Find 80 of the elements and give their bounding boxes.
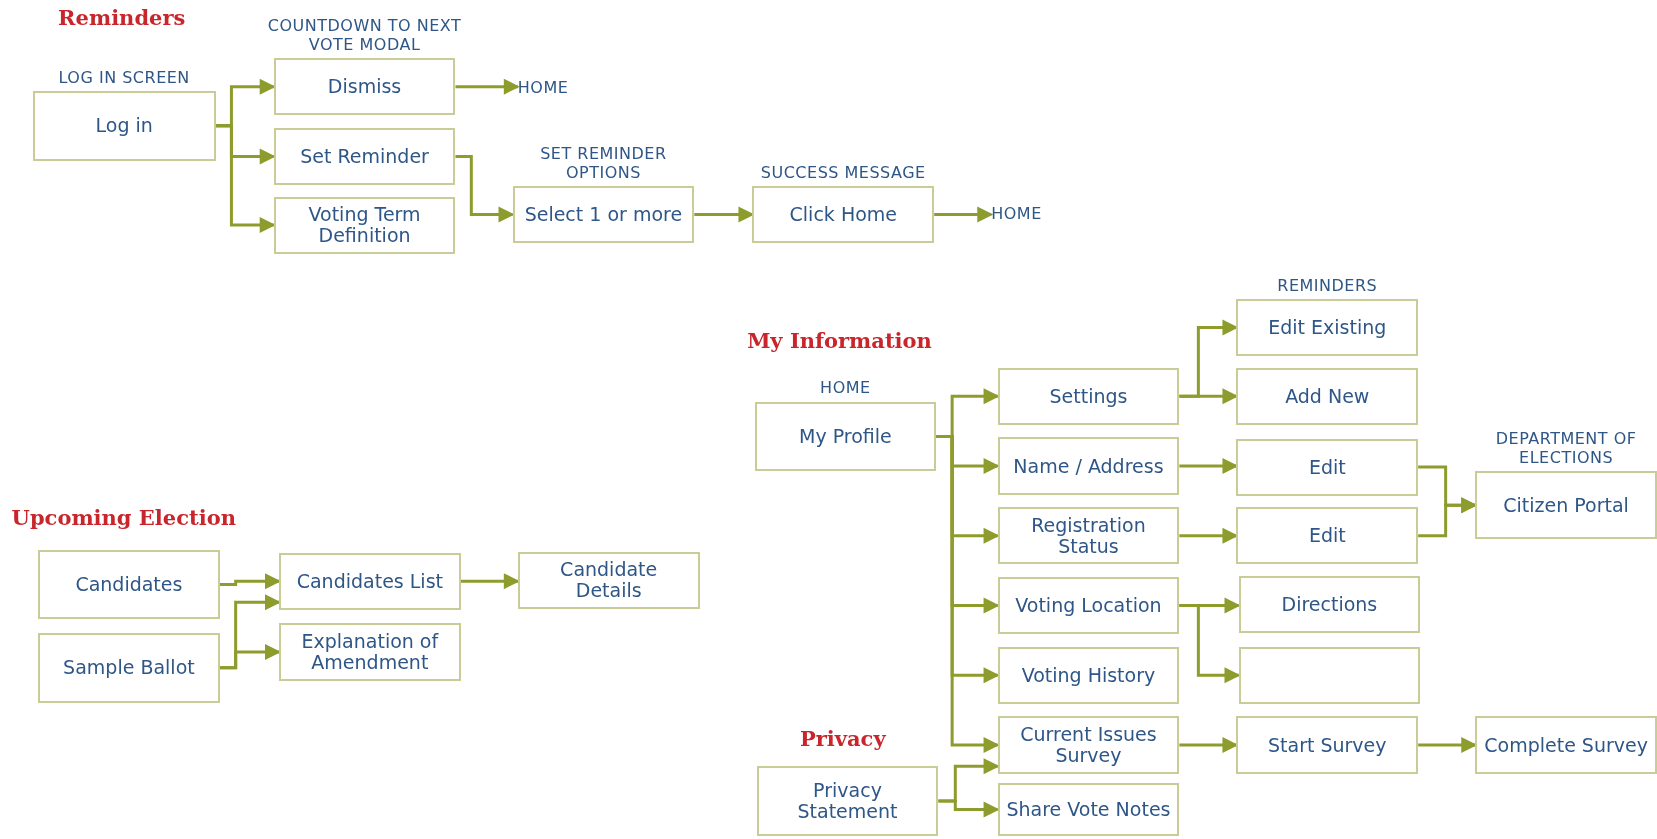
box-text: Share Vote Notes [1005, 799, 1172, 820]
arrow [934, 206, 994, 223]
box-text: Explanation of Amendment [300, 631, 440, 673]
box-text: Sample Ballot [62, 657, 196, 679]
arrow [1179, 527, 1239, 544]
screen-box [997, 437, 1180, 495]
screen-box [756, 766, 939, 836]
arrow [694, 206, 755, 223]
arrow [938, 799, 1000, 818]
screen-box [1236, 716, 1419, 774]
box-text: Click Home [788, 204, 898, 225]
arrow [1179, 388, 1239, 405]
box-text: Log in [94, 115, 154, 137]
box-text: Select 1 or more [523, 204, 684, 225]
box-text: Dismiss [326, 76, 403, 98]
screen-box [273, 127, 456, 185]
arrow [1418, 737, 1478, 753]
screen-caption: LOG IN SCREEN [58, 67, 190, 87]
box-text: Voting History [1020, 664, 1157, 686]
screen-box [997, 646, 1180, 704]
screen-box [517, 551, 700, 609]
screen-box [273, 196, 456, 254]
arrow [1179, 604, 1241, 684]
arrow [936, 434, 1000, 753]
arrow [460, 573, 520, 590]
screen-box [997, 577, 1180, 635]
arrow [1179, 737, 1239, 753]
box-text: Name / Address [1012, 455, 1165, 477]
arrow [219, 573, 281, 590]
screen-box [997, 783, 1180, 836]
section-heading: Upcoming Election [11, 505, 236, 531]
screen-box [279, 552, 461, 610]
screen-box [1475, 716, 1657, 774]
box-text: Directions [1280, 594, 1379, 615]
box-text: Settings [1048, 385, 1129, 407]
screen-box [279, 623, 461, 681]
screen-box [1236, 438, 1419, 496]
box-text: Set Reminder [299, 145, 430, 167]
box-text: Edit Existing [1267, 317, 1388, 339]
box-text: Candidate Details [559, 559, 659, 602]
section-heading: Reminders [58, 5, 186, 31]
screen-box [1238, 575, 1421, 633]
screen-caption: SET REMINDER OPTIONS [539, 143, 668, 182]
box-text: Current Issues Survey [1019, 724, 1158, 766]
screen-caption: REMINDERS [1277, 275, 1378, 296]
box-text: Edit [1307, 456, 1347, 478]
arrow [215, 124, 276, 234]
arrow [219, 644, 281, 670]
screen-box [1236, 507, 1419, 565]
arrow [1418, 497, 1478, 538]
box-text: Voting Term Definition [307, 204, 422, 246]
screen-box [38, 633, 220, 703]
box-text: Candidates [74, 573, 184, 595]
arrow [455, 154, 515, 223]
box-text: Privacy Statement [796, 780, 899, 822]
box-text: Registration Status [1030, 514, 1147, 557]
screen-label: HOME [517, 73, 603, 102]
section-heading: My Information [747, 327, 932, 353]
box-text: Edit [1307, 525, 1347, 547]
box-text: Add New [1284, 385, 1371, 407]
section-heading: Privacy [799, 726, 886, 751]
screen-caption: DEPARTMENT OF ELECTIONS [1494, 428, 1638, 468]
screen-box [997, 716, 1180, 774]
empty-box [1238, 646, 1421, 704]
screen-caption: SUCCESS MESSAGE [760, 162, 926, 182]
screen-box [997, 507, 1180, 565]
screen-box [1236, 367, 1419, 425]
screen-caption: COUNTDOWN TO NEXT VOTE MODAL [266, 15, 463, 55]
screen-label: HOME [991, 199, 1076, 228]
box-text: Complete Survey [1483, 734, 1649, 756]
screen-box [38, 549, 220, 620]
box-text: Voting Location [1014, 595, 1163, 616]
box-text: Start Survey [1267, 734, 1388, 756]
box-text: My Profile [798, 426, 893, 447]
screen-caption: HOME [820, 378, 871, 398]
box-text: Candidates List [295, 570, 444, 592]
box-text: Citizen Portal [1502, 494, 1630, 516]
arrow [1179, 458, 1239, 475]
arrow [455, 78, 520, 95]
screen-box [997, 367, 1180, 425]
